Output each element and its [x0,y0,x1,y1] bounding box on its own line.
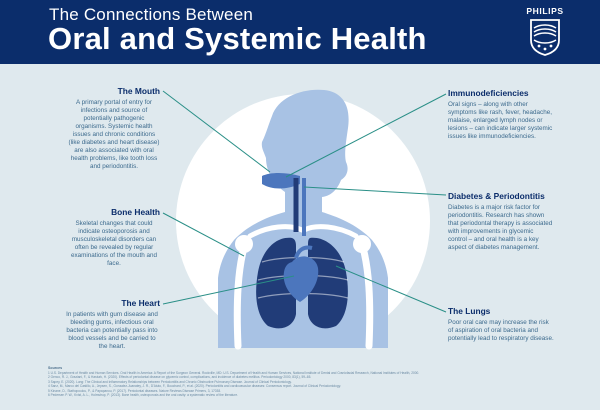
heart-title: The Heart [121,298,160,308]
clavicle-right [301,224,359,239]
brand-wordmark: PHILIPS [526,6,564,16]
immuno-body: Oral signs – along with other symptoms l… [448,101,553,140]
source-line: 2 Genco, R. J., Graziani, F., & Hasturk,… [48,375,312,379]
philips-logo[interactable]: PHILIPS [520,6,570,58]
shoulder-joint-right [353,235,371,253]
connector-lungs [335,265,447,313]
bone-body: Skeletal changes that could indicate ost… [70,220,158,267]
lungs-body: Poor oral care may increase the risk of … [448,319,554,342]
heart-body: In patients with gum disease and bleedin… [66,311,158,350]
mouth-title: The Mouth [117,86,160,96]
connector-bone [162,212,245,257]
immuno-title: Immunodeficiencies [448,88,529,98]
source-line: 1 U.S. Department of Health and Human Se… [48,370,420,375]
source-line: 3 Sapey, E. (2020). Lung: The Clinical a… [48,379,292,384]
header-banner: The Connections Between Oral and Systemi… [0,0,600,64]
diabetes-title: Diabetes & Periodontitis [448,191,545,201]
diabetes-body: Diabetes is a major risk factor for peri… [448,204,553,251]
section-heart: The Heart In patients with gum disease a… [64,298,160,351]
shoulder-joint-left [235,235,253,253]
connector-immuno [285,93,447,178]
heart [283,256,319,302]
source-line: 5 Kinane, D., Stathopoulou, P., & Papapa… [48,388,221,393]
sources-footnotes: Sources 1 U.S. Department of Health and … [48,366,588,398]
connector-diabetes [303,186,447,196]
oral-cavity [262,173,300,189]
section-diabetes: Diabetes & Periodontitis Diabetes is a m… [448,191,554,252]
header-subtitle: The Connections Between [49,5,254,24]
clavicle-left [247,224,305,239]
section-immuno: Immunodeficiencies Oral signs – along wi… [448,88,554,141]
header-title: Oral and Systemic Health [48,21,427,56]
section-lungs: The Lungs Poor oral care may increase th… [448,306,554,343]
section-bone: Bone Health Skeletal changes that could … [68,207,160,268]
connector-heart [162,275,295,305]
source-line: 4 Sanz, M., Marco del Castillo, A., Jeps… [48,384,341,388]
source-line: 6 Pedersen P. W., Kvist, A. L., Holmstru… [48,393,238,397]
bone-title: Bone Health [111,207,160,217]
philips-shield-icon [530,19,560,56]
sources-heading: Sources [48,366,63,370]
aorta [294,245,313,259]
connector-mouth [162,90,271,173]
section-mouth: The Mouth A primary portal of entry for … [68,86,160,171]
mouth-body: A primary portal of entry for infections… [68,99,160,170]
lungs-title: The Lungs [448,306,491,316]
